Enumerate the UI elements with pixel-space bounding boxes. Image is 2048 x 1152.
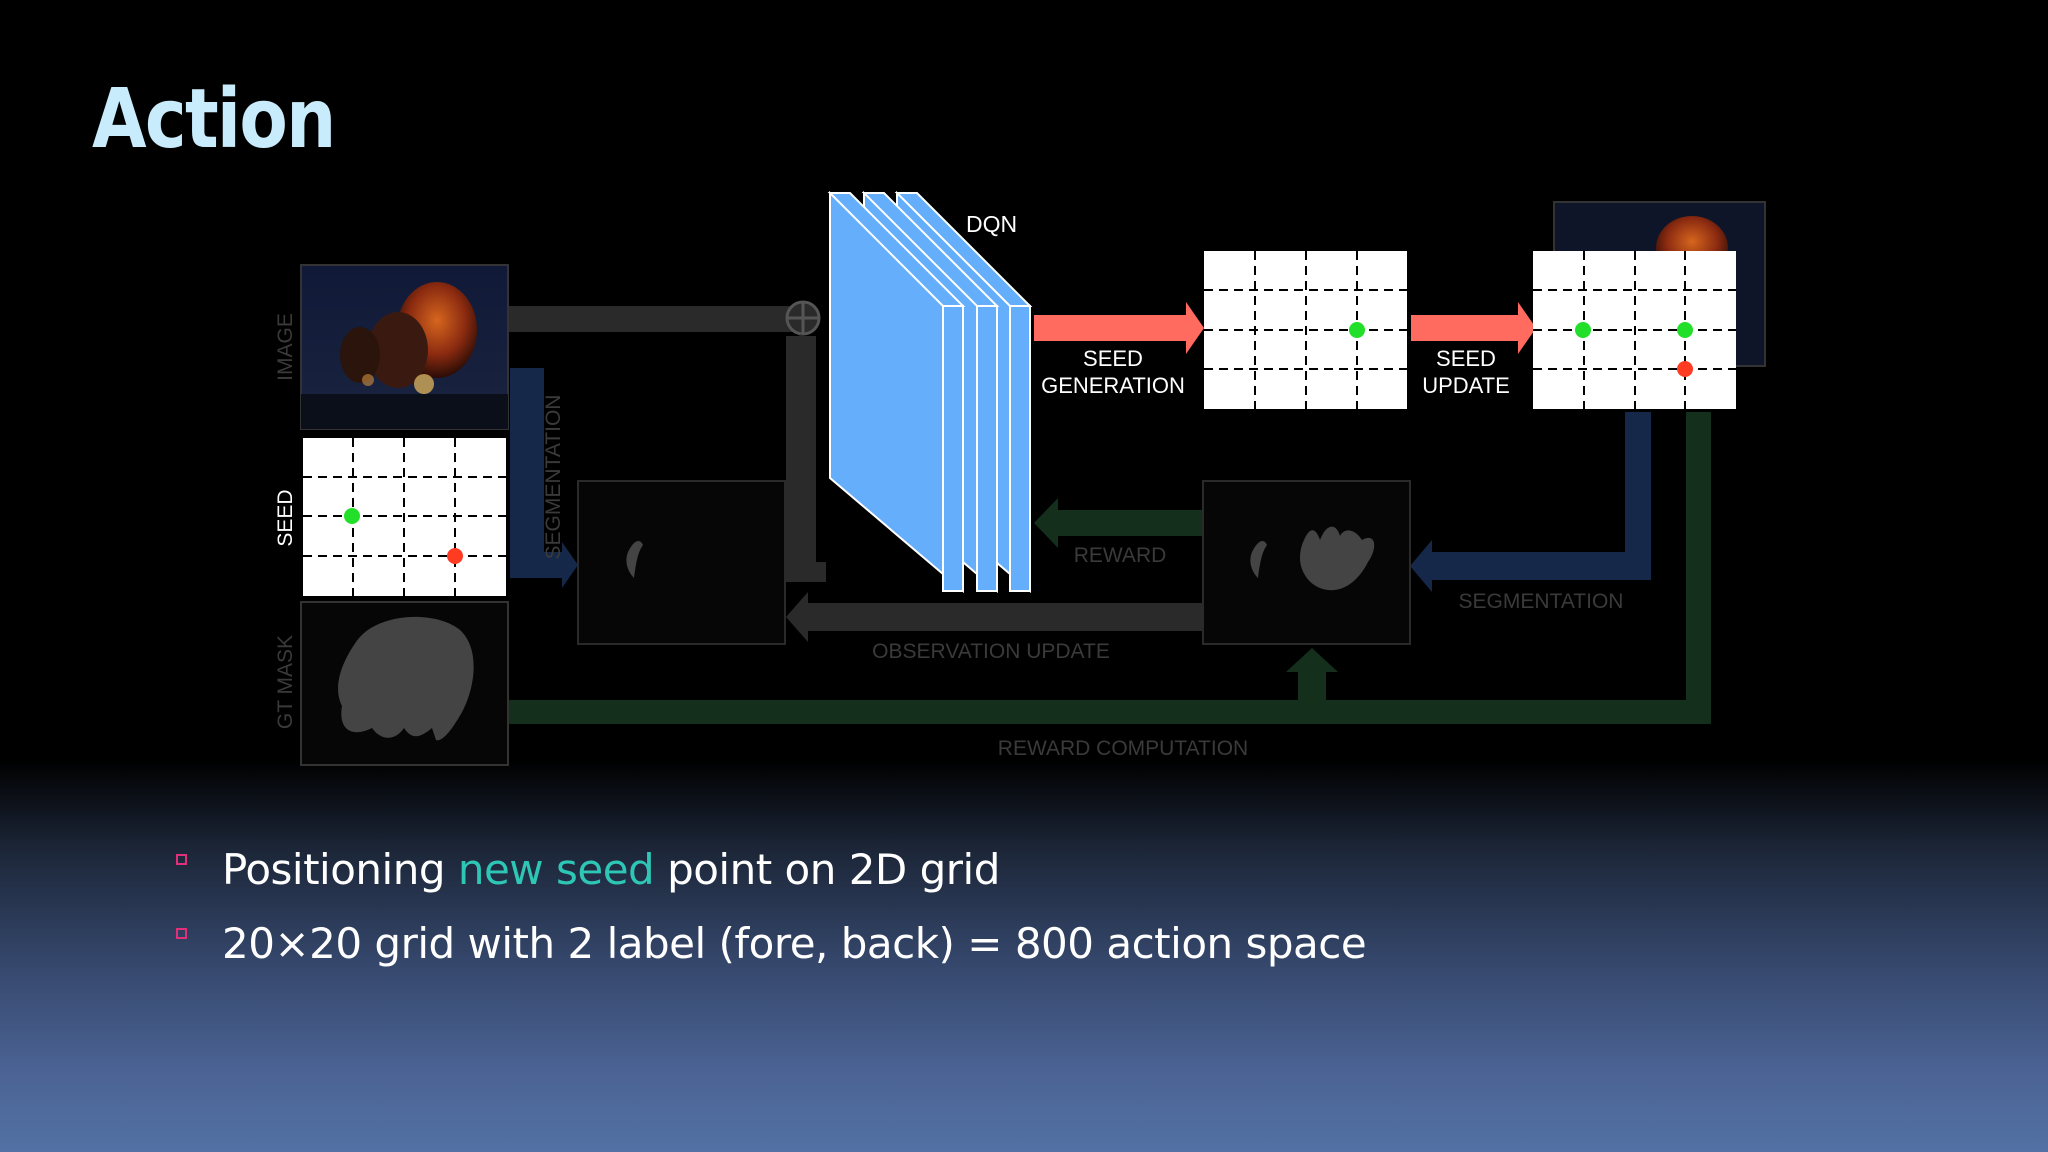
seed-grid-updated bbox=[1533, 251, 1736, 409]
reward-computation-label: REWARD COMPUTATION bbox=[998, 737, 1248, 760]
bullet-text: Positioning new seed point on 2D grid bbox=[222, 844, 1000, 894]
updated-foreground-seed-2 bbox=[1677, 322, 1693, 338]
new-seed-point bbox=[1349, 322, 1365, 338]
bullet-square-icon bbox=[176, 928, 187, 939]
segmentation-right-flow bbox=[1410, 412, 1651, 592]
foreground-seed-point bbox=[344, 508, 360, 524]
dqn-network bbox=[827, 190, 1033, 594]
image-label: IMAGE bbox=[274, 313, 297, 381]
segmentation-left-label: SEGMENTATION bbox=[542, 395, 565, 560]
background-seed-point bbox=[447, 548, 463, 564]
bullet-square-icon bbox=[176, 854, 187, 865]
bullet-list: Positioning new seed point on 2D grid 20… bbox=[176, 832, 1367, 980]
bullet-item: Positioning new seed point on 2D grid bbox=[176, 832, 1366, 906]
seed-grid-generated bbox=[1204, 251, 1407, 409]
reward-label: REWARD bbox=[1074, 544, 1167, 567]
seed-grid-input bbox=[303, 438, 506, 596]
seed-generation-label-line1: SEED bbox=[1083, 346, 1143, 371]
image-to-dqn-flow bbox=[508, 300, 826, 582]
segmentation-right-label: SEGMENTATION bbox=[1459, 590, 1624, 613]
observation-update-arrow bbox=[786, 592, 1203, 642]
seed-update-arrow bbox=[1411, 302, 1536, 354]
slide-title: Action bbox=[92, 72, 336, 167]
bullet-item: 20×20 grid with 2 label (fore, back) = 8… bbox=[176, 906, 1367, 980]
highlighted-term: new seed bbox=[457, 844, 655, 894]
seed-generation-label-line2: GENERATION bbox=[1041, 373, 1185, 398]
gt-mask-label: GT MASK bbox=[274, 635, 297, 729]
seed-update-label-line2: UPDATE bbox=[1422, 373, 1510, 398]
seed-label: SEED bbox=[274, 489, 297, 546]
reward-computation-flow bbox=[508, 412, 1711, 724]
observation-update-label: OBSERVATION UPDATE bbox=[872, 640, 1110, 663]
seed-update-label-line1: SEED bbox=[1436, 346, 1496, 371]
initial-segmentation bbox=[577, 480, 786, 645]
gt-mask-image bbox=[300, 601, 509, 766]
seed-generation-arrow bbox=[1034, 302, 1204, 354]
dqn-label: DQN bbox=[966, 211, 1017, 237]
updated-background-seed bbox=[1677, 361, 1693, 377]
bullet-text: 20×20 grid with 2 label (fore, back) = 8… bbox=[222, 918, 1367, 968]
updated-segmentation bbox=[1202, 480, 1411, 645]
reward-arrow bbox=[1034, 498, 1203, 548]
updated-foreground-seed-1 bbox=[1575, 322, 1591, 338]
segmentation-left-flow bbox=[510, 368, 578, 588]
input-image bbox=[300, 264, 509, 430]
